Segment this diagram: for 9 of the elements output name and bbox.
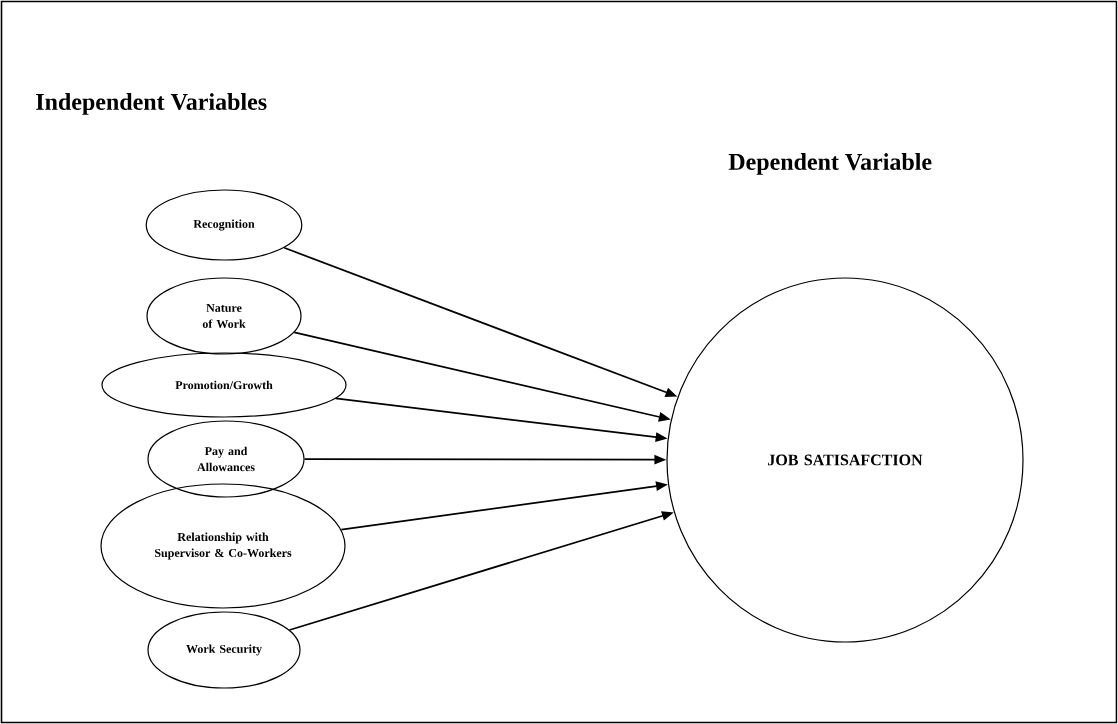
ellipse-node: JOB SATISAFCTION [666, 277, 1024, 643]
ellipse-node: Pay and Allowances [147, 420, 305, 498]
ellipse-node: Recognition [145, 189, 303, 261]
ellipse-node: Relationship with Supervisor & Co-Workers [100, 483, 346, 609]
ellipse-node: Work Security [147, 611, 301, 689]
heading: Dependent Variable [728, 153, 932, 175]
ellipse-node: Nature of Work [146, 277, 302, 355]
ellipse-node: Promotion/Growth [101, 352, 347, 418]
heading: Independent Variables [36, 93, 267, 115]
